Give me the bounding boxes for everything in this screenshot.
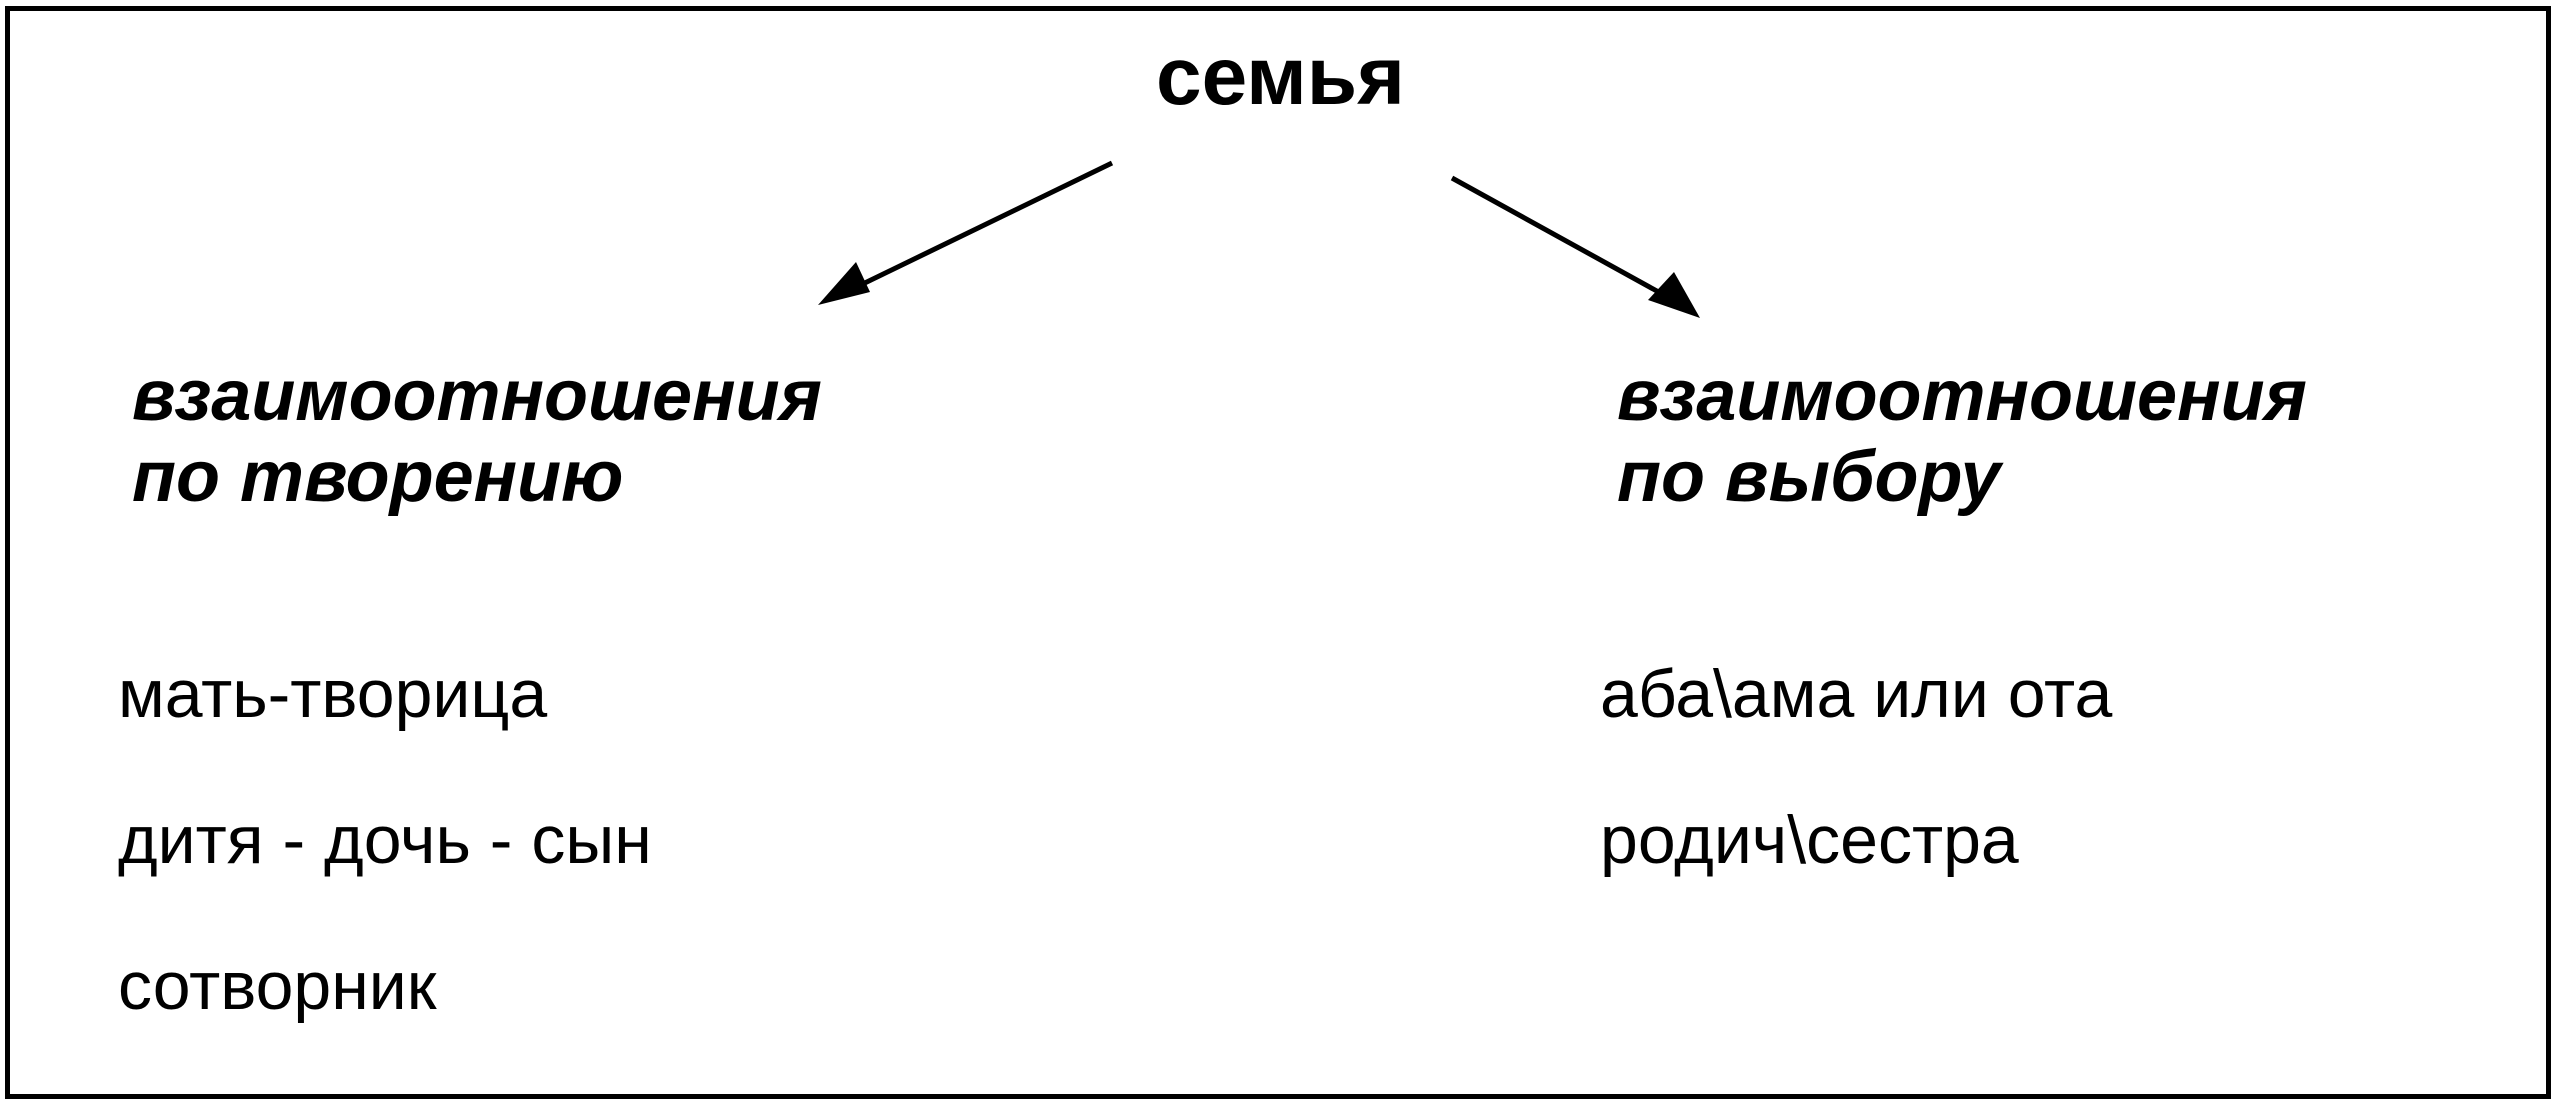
root-node-label: семья bbox=[1155, 31, 1406, 122]
branch-heading-by-creation: взаимоотношения по творению bbox=[132, 356, 822, 517]
list-item: родич\сестра bbox=[1600, 802, 2019, 878]
list-item: мать-творица bbox=[118, 656, 548, 732]
branch-items-by-choice: аба\ама или ота родич\сестра bbox=[1600, 660, 2500, 874]
branch-items-by-creation: мать-творица дитя - дочь - сын сотворник bbox=[118, 660, 1018, 1020]
branch-heading-by-choice: взаимоотношения по выбору bbox=[1617, 356, 2307, 517]
diagram-border-frame bbox=[5, 6, 2551, 1099]
list-item: сотворник bbox=[118, 948, 437, 1024]
list-item: аба\ама или ота bbox=[1600, 656, 2113, 732]
list-item: дитя - дочь - сын bbox=[118, 802, 652, 878]
